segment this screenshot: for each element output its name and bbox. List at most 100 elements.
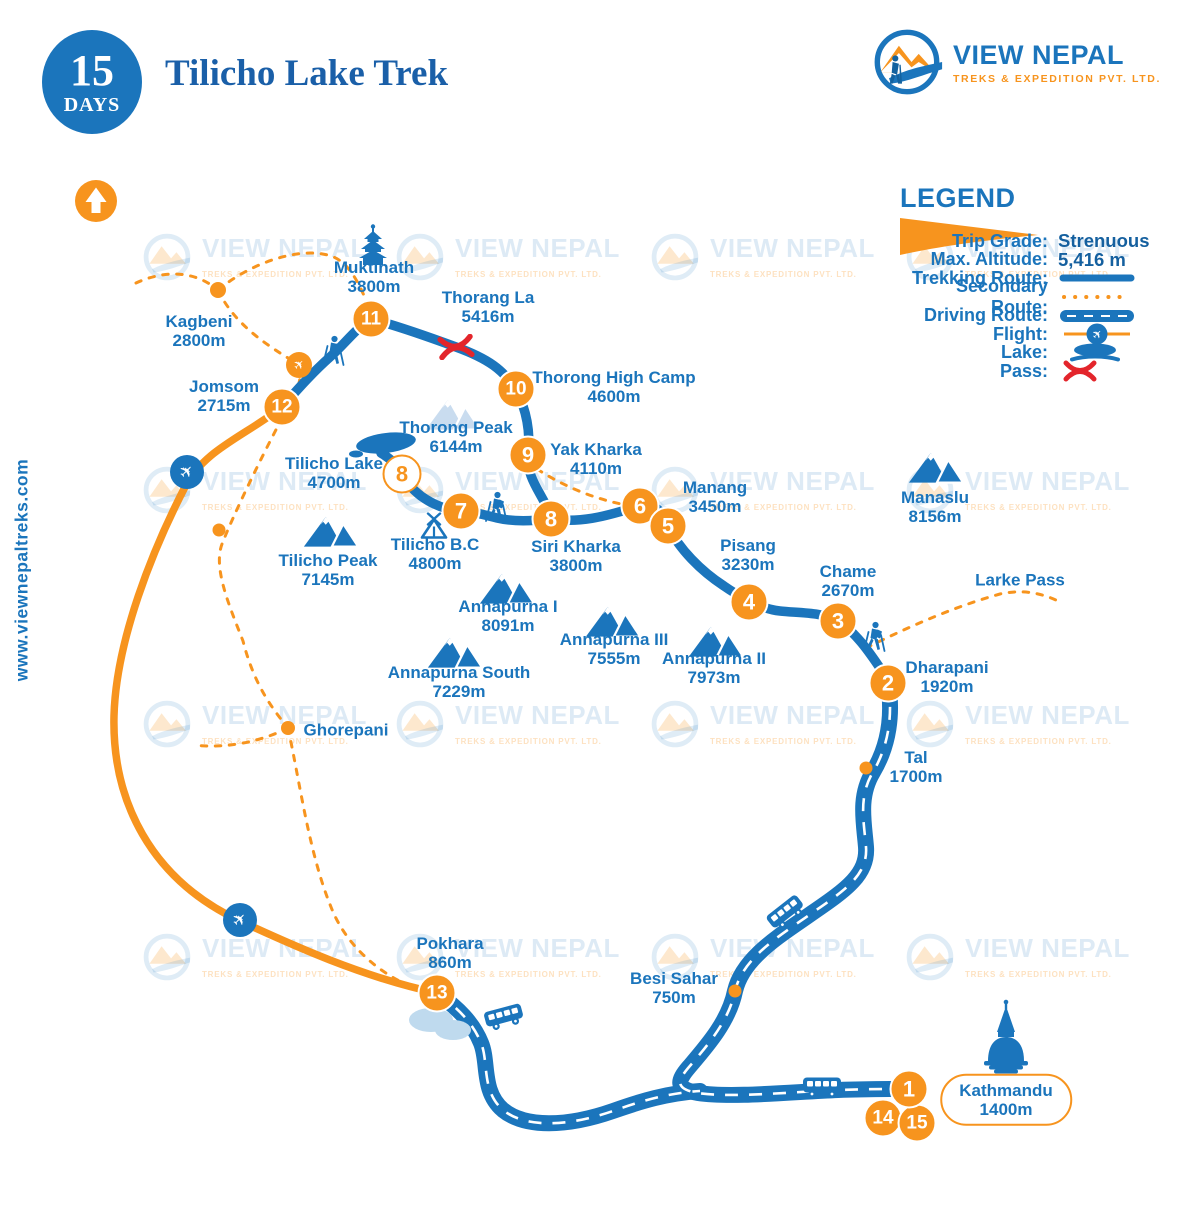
place-name: Annapurna I	[458, 596, 558, 616]
legend-row-flight: Flight: ✈	[900, 322, 1196, 346]
day-marker-6: 6	[620, 486, 660, 526]
secondary-route-ghorepani-pokhara	[286, 726, 422, 992]
place-elevation: 1700m	[889, 767, 943, 786]
legend-title: LEGEND	[900, 183, 1016, 213]
lake-tilicho	[346, 431, 418, 461]
waypoint-dot	[210, 282, 226, 298]
flight-plane-icon: ✈	[1058, 322, 1136, 346]
place-elevation: 2800m	[172, 331, 226, 350]
watermark-tagline: TREKS & EXPEDITION PVT. LTD.	[710, 502, 857, 512]
brand-logo-icon	[871, 26, 943, 98]
website-link[interactable]: www.viewnepaltreks.com	[11, 458, 32, 682]
place-elevation: 860m	[428, 953, 472, 972]
watermark-tagline: TREKS & EXPEDITION PVT. LTD.	[455, 736, 602, 746]
place-elevation: 1920m	[920, 677, 974, 696]
legend-value: 5,416 m	[1058, 248, 1126, 270]
place-name: Kagbeni	[165, 311, 233, 331]
secondary-route-kagbeni-west	[134, 272, 220, 292]
place-elevation: 750m	[652, 988, 696, 1007]
watermark-tagline: TREKS & EXPEDITION PVT. LTD.	[710, 736, 857, 746]
place-elevation: 3800m	[347, 277, 401, 296]
place-elevation: 3450m	[688, 497, 742, 516]
watermark-tagline: TREKS & EXPEDITION PVT. LTD.	[965, 969, 1112, 979]
place-name: Jomsom	[189, 376, 259, 396]
waypoint-dot	[728, 984, 742, 998]
place-name: Thorong High Camp	[532, 367, 696, 387]
watermark-tagline: TREKS & EXPEDITION PVT. LTD.	[202, 736, 349, 746]
secondary-route-chame-larke-pass	[864, 590, 1064, 650]
road-centerline-2	[436, 991, 701, 1125]
place-name: Dharapani	[905, 657, 989, 677]
hiker-icon	[861, 621, 887, 655]
place-elevation: 3230m	[721, 555, 775, 574]
day-marker-14: 14	[863, 1098, 903, 1138]
bus-icon	[763, 891, 810, 935]
watermark: VIEW NEPAL TREKS & EXPEDITION PVT. LTD.	[140, 463, 367, 517]
place-elevation: 1400m	[979, 1100, 1033, 1119]
place-name: Siri Kharka	[531, 536, 621, 556]
place-name: Pokhara	[416, 933, 484, 953]
place-name: Tilicho Peak	[278, 550, 378, 570]
flight-plane-blue: ✈	[223, 903, 257, 937]
watermark: VIEW NEPAL TREKS & EXPEDITION PVT. LTD.	[648, 930, 875, 984]
manaslu-icon	[908, 448, 964, 484]
secondary-route-kagbeni-muktinath	[216, 251, 373, 314]
watermark: VIEW NEPAL TREKS & EXPEDITION PVT. LTD.	[648, 463, 875, 517]
place-elevation: 6144m	[429, 437, 483, 456]
day-marker-15: 15	[897, 1103, 937, 1143]
day-marker-3: 3	[818, 601, 858, 641]
day-marker-8: 8	[531, 499, 571, 539]
day-marker-7: 7	[441, 491, 481, 531]
trekking-route-line	[1058, 273, 1136, 283]
stupa-icon	[981, 999, 1031, 1075]
annapurna-3-icon	[585, 602, 641, 638]
legend-row-secondary-route: Secondary Route:	[900, 276, 1196, 317]
place-name: Yak Kharka	[550, 439, 642, 459]
annapurna-1-icon	[479, 569, 535, 605]
watermark-tagline: TREKS & EXPEDITION PVT. LTD.	[710, 269, 857, 279]
legend-label: Secondary Route:	[955, 276, 1048, 318]
secondary-route-dots	[1058, 292, 1136, 302]
lake-icon	[1058, 342, 1136, 364]
place-elevation: 4110m	[570, 459, 622, 478]
annapurna-2-icon	[688, 622, 744, 658]
place-elevation: 2670m	[821, 581, 875, 600]
watermark: VIEW NEPAL TREKS & EXPEDITION PVT. LTD.	[140, 930, 367, 984]
watermark-name: VIEW NEPAL	[965, 932, 1130, 963]
place-name: Thorong Peak	[399, 417, 513, 437]
watermark-tagline: TREKS & EXPEDITION PVT. LTD.	[455, 269, 602, 279]
watermark-name: VIEW NEPAL	[455, 232, 620, 263]
place-name: Muktinath	[333, 257, 415, 277]
place-elevation: 8091m	[481, 616, 535, 635]
place-name: Manang	[682, 477, 748, 497]
lake-pokhara	[407, 1005, 473, 1043]
day-marker-1: 1	[889, 1069, 929, 1109]
place-elevation: 3800m	[549, 556, 603, 575]
legend-label: Flight:	[993, 323, 1048, 344]
legend-row-driving-route: Driving Route:	[900, 305, 1196, 325]
watermark-tagline: TREKS & EXPEDITION PVT. LTD.	[202, 269, 349, 279]
place-elevation: 4700m	[307, 473, 361, 492]
day-marker-10: 10	[496, 369, 536, 409]
days-badge: 15 DAYS	[42, 30, 142, 134]
place-elevation: 8156m	[908, 507, 962, 526]
watermark-name: VIEW NEPAL	[455, 699, 620, 730]
pass-icon	[435, 334, 477, 360]
watermark: VIEW NEPAL TREKS & EXPEDITION PVT. LTD.	[393, 697, 620, 751]
brand-name: VIEW NEPAL	[953, 39, 1125, 70]
day-marker-9: 9	[508, 435, 548, 475]
annapurna-south-icon	[427, 633, 483, 669]
secondary-route-kagbeni-ghorepani	[216, 288, 302, 730]
watermark: VIEW NEPAL TREKS & EXPEDITION PVT. LTD.	[648, 230, 875, 284]
